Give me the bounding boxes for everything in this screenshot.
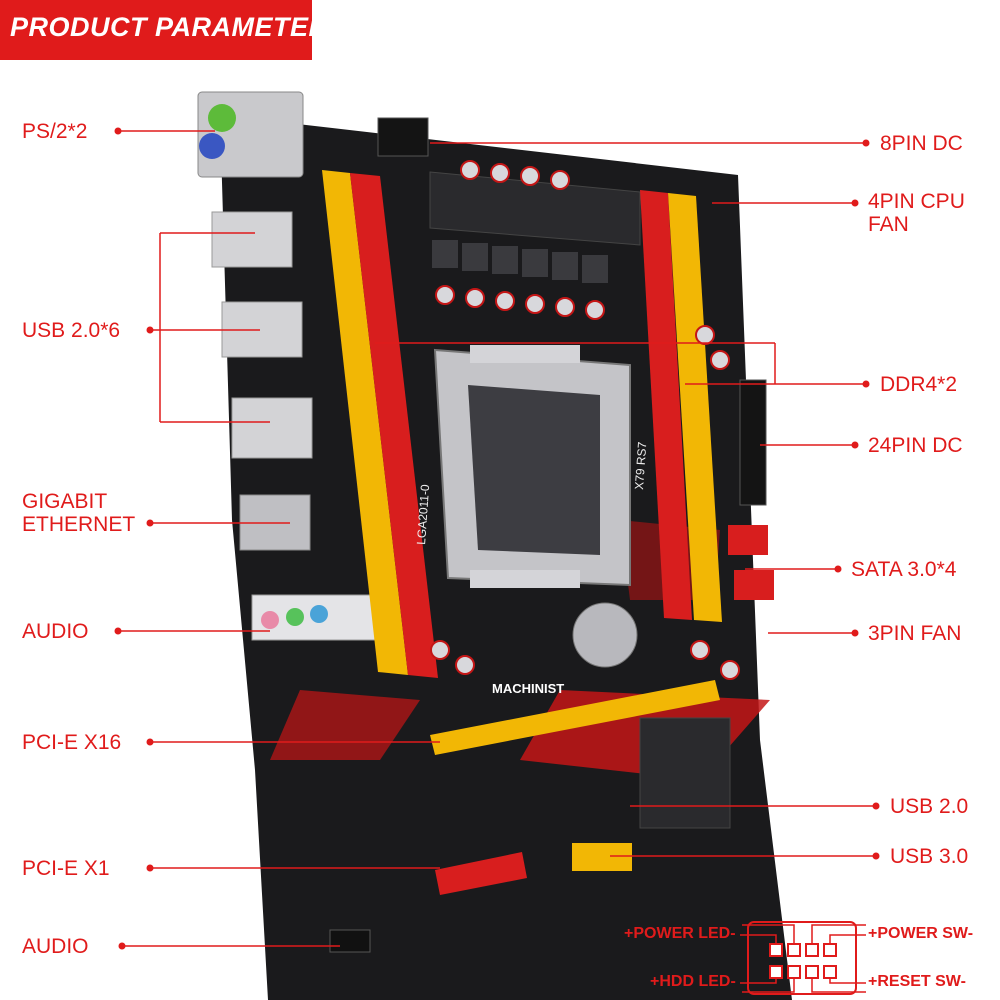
label-3pin-fan: 3PIN FAN: [868, 622, 962, 645]
pcie-x16-slot: [430, 680, 720, 755]
label-ethernet-line1: GIGABIT: [22, 490, 108, 513]
dimm-slot-red: [640, 190, 692, 620]
vrm-heatsink: [429, 171, 641, 246]
label-8pin-dc: 8PIN DC: [880, 132, 963, 155]
audio-jack-green: [286, 608, 304, 626]
socket-lever: [470, 345, 580, 363]
ps2-purple-port: [199, 133, 225, 159]
label-sata: SATA 3.0*4: [851, 558, 957, 581]
callout-dots-left: [114, 127, 154, 950]
eight-pin-connector: [377, 117, 429, 157]
label-ddr4: DDR4*2: [880, 373, 958, 396]
label-24pin-dc: 24PIN DC: [868, 434, 963, 457]
capacitors: [430, 160, 740, 680]
dimm-slot-yellow: [322, 170, 408, 675]
sata-port: [734, 570, 774, 600]
socket-lever: [470, 570, 580, 588]
dimm-slot-red: [350, 173, 438, 678]
ps2-green-port: [208, 104, 236, 132]
label-power-led: +POWER LED-: [624, 925, 736, 942]
label-usb30: USB 3.0: [890, 845, 969, 868]
label-ethernet-line2: ETHERNET: [22, 513, 136, 536]
usb-port-stack: [231, 397, 313, 459]
usb-port-stack: [211, 211, 293, 268]
board-model-text: X79 RS7: [632, 441, 649, 490]
dimm-slot-yellow: [668, 193, 722, 622]
page-title: PRODUCT PARAMETER: [10, 12, 329, 42]
cpu-socket-plate: [468, 385, 600, 555]
label-power-sw: +POWER SW-: [868, 925, 974, 942]
brand-text: MACHINIST: [492, 681, 564, 696]
label-cpu-fan-line2: FAN: [868, 213, 909, 236]
label-reset-sw: +RESET SW-: [868, 973, 966, 990]
label-hdd-led: +HDD LED-: [650, 973, 736, 990]
socket-model-text: LGA2011-0: [414, 484, 432, 546]
usb3-header: [572, 843, 632, 871]
label-pcie-x1: PCI-E X1: [22, 857, 110, 880]
callout-lines-left: [118, 130, 440, 947]
twentyfour-pin-connector: [739, 379, 767, 506]
label-pcie-x16: PCI-E X16: [22, 731, 122, 754]
label-audio-front: AUDIO: [22, 935, 89, 958]
callout-lines-right: [375, 142, 876, 857]
sata-port: [728, 525, 768, 555]
label-ps2: PS/2*2: [22, 120, 88, 143]
vrm-chokes: [432, 240, 608, 283]
audio-jack-pink: [261, 611, 279, 629]
front-panel-diagram: [740, 921, 866, 995]
pcie-x1-slot: [435, 852, 527, 895]
chipset-heatsink: [639, 717, 731, 829]
label-audio-rear: AUDIO: [22, 620, 89, 643]
callout-dots-right: [834, 139, 880, 860]
label-cpu-fan-line1: 4PIN CPU: [868, 190, 965, 213]
label-usb20x6: USB 2.0*6: [22, 319, 121, 342]
board-front-header: [329, 929, 371, 953]
cmos-battery: [572, 602, 638, 668]
audio-jack-blue: [310, 605, 328, 623]
label-usb20: USB 2.0: [890, 795, 969, 818]
title-banner: PRODUCT PARAMETER: [0, 0, 328, 60]
